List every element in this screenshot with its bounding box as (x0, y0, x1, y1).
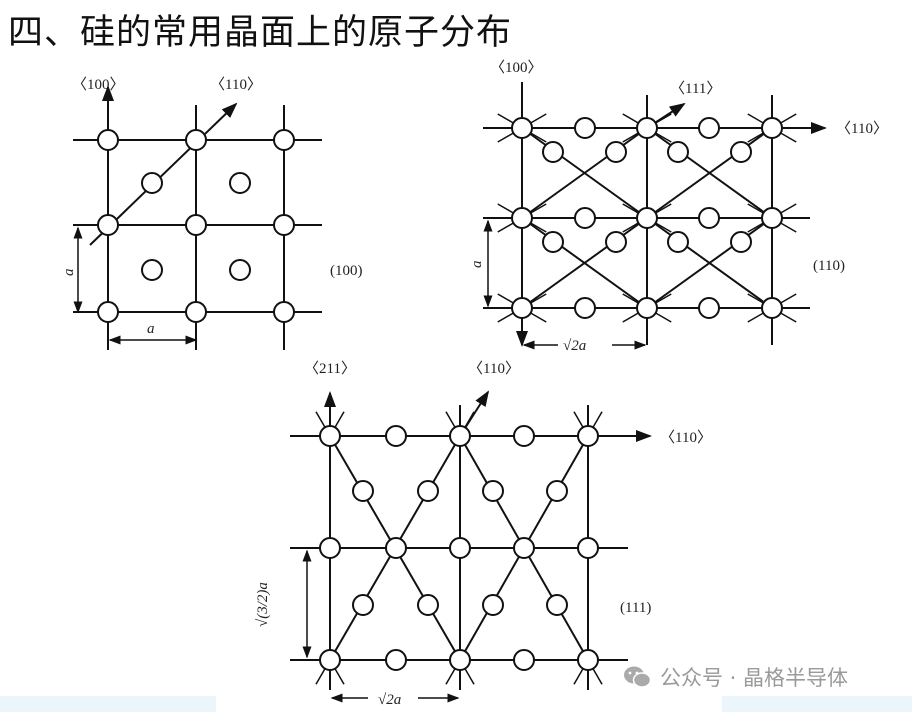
lattice-atom (513, 537, 535, 559)
face-atom (141, 259, 163, 281)
bond-line (646, 217, 773, 309)
corner-atom (185, 129, 207, 151)
interstitial-atom (605, 141, 627, 163)
interstitial-atom (352, 480, 374, 502)
lattice-atom (511, 207, 533, 229)
wechat-icon (624, 666, 652, 688)
d100-dim-h-label: a (147, 321, 155, 337)
bond-atom (574, 207, 596, 229)
corner-atom (273, 301, 295, 323)
corner-atom (97, 301, 119, 323)
d110-dir-100-label: 〈100〉 (490, 59, 543, 76)
d111-dim-h-label: √2a (378, 692, 401, 708)
d110-dim-h-label: √2a (563, 338, 586, 354)
bond-atom (513, 649, 535, 671)
lattice-atom (385, 537, 407, 559)
interstitial-atom (482, 480, 504, 502)
face-atom (229, 259, 251, 281)
d110-dir-110-label: 〈110〉 (836, 120, 888, 137)
bond-line (521, 127, 648, 219)
lattice-atom (636, 117, 658, 139)
interstitial-atom (546, 594, 568, 616)
lattice-atom (511, 117, 533, 139)
d110-plane-label: (110) (813, 258, 845, 274)
face-atom (141, 172, 163, 194)
d111-dir-211-label: 〈211〉 (304, 360, 356, 377)
lattice-atom (319, 649, 341, 671)
corner-atom (185, 214, 207, 236)
lattice-atom (636, 297, 658, 319)
bond-line (521, 217, 648, 309)
interstitial-atom (667, 141, 689, 163)
interstitial-atom (417, 594, 439, 616)
interstitial-atom (605, 231, 627, 253)
watermark-text: 公众号 · 晶格半导体 (660, 666, 849, 690)
interstitial-atom (730, 141, 752, 163)
bottom-right-strip (722, 696, 912, 712)
lattice-atom (511, 297, 533, 319)
lattice-atom (577, 537, 599, 559)
corner-atom (97, 214, 119, 236)
lattice-atom (761, 297, 783, 319)
interstitial-atom (542, 141, 564, 163)
interstitial-atom (730, 231, 752, 253)
corner-atom (97, 129, 119, 151)
corner-atom (273, 214, 295, 236)
lattice-atom (636, 207, 658, 229)
lattice-atom (577, 649, 599, 671)
bottom-left-strip (0, 696, 216, 712)
d100-dim-v-label: a (61, 269, 77, 277)
d111-plane-label: (111) (620, 600, 651, 616)
page-title: 四、硅的常用晶面上的原子分布 (8, 13, 513, 53)
corner-atom (273, 129, 295, 151)
d111-dim-v-label: √(3/2)a (255, 582, 271, 627)
lattice-atom (319, 425, 341, 447)
watermark: 公众号 · 晶格半导体 (622, 662, 848, 692)
d111-dir-110-right-label: 〈110〉 (660, 429, 712, 446)
lattice-atom (761, 117, 783, 139)
d100-dir-110-label: 〈110〉 (210, 76, 262, 93)
d100-dir-100-label: 〈100〉 (72, 76, 125, 93)
interstitial-atom (546, 480, 568, 502)
interstitial-atom (542, 231, 564, 253)
bond-atom (698, 117, 720, 139)
bond-atom (513, 425, 535, 447)
lattice-atom (577, 425, 599, 447)
interstitial-atom (417, 480, 439, 502)
bond-atom (385, 649, 407, 671)
bond-atom (698, 207, 720, 229)
corner-atom (185, 301, 207, 323)
interstitial-atom (352, 594, 374, 616)
d100-plane-label: (100) (330, 263, 363, 279)
lattice-atom (761, 207, 783, 229)
bond-atom (385, 425, 407, 447)
bond-atom (574, 297, 596, 319)
interstitial-atom (482, 594, 504, 616)
d110-dir-111-label: 〈111〉 (670, 80, 721, 97)
d111-dir-110-up-label: 〈110〉 (468, 360, 520, 377)
lattice-atom (319, 537, 341, 559)
interstitial-atom (667, 231, 689, 253)
face-atom (229, 172, 251, 194)
lattice-atom (449, 649, 471, 671)
bond-line (646, 127, 773, 219)
bond-atom (574, 117, 596, 139)
lattice-atom (449, 425, 471, 447)
bond-atom (698, 297, 720, 319)
d110-dim-v-label: a (469, 261, 485, 269)
lattice-atom (449, 537, 471, 559)
